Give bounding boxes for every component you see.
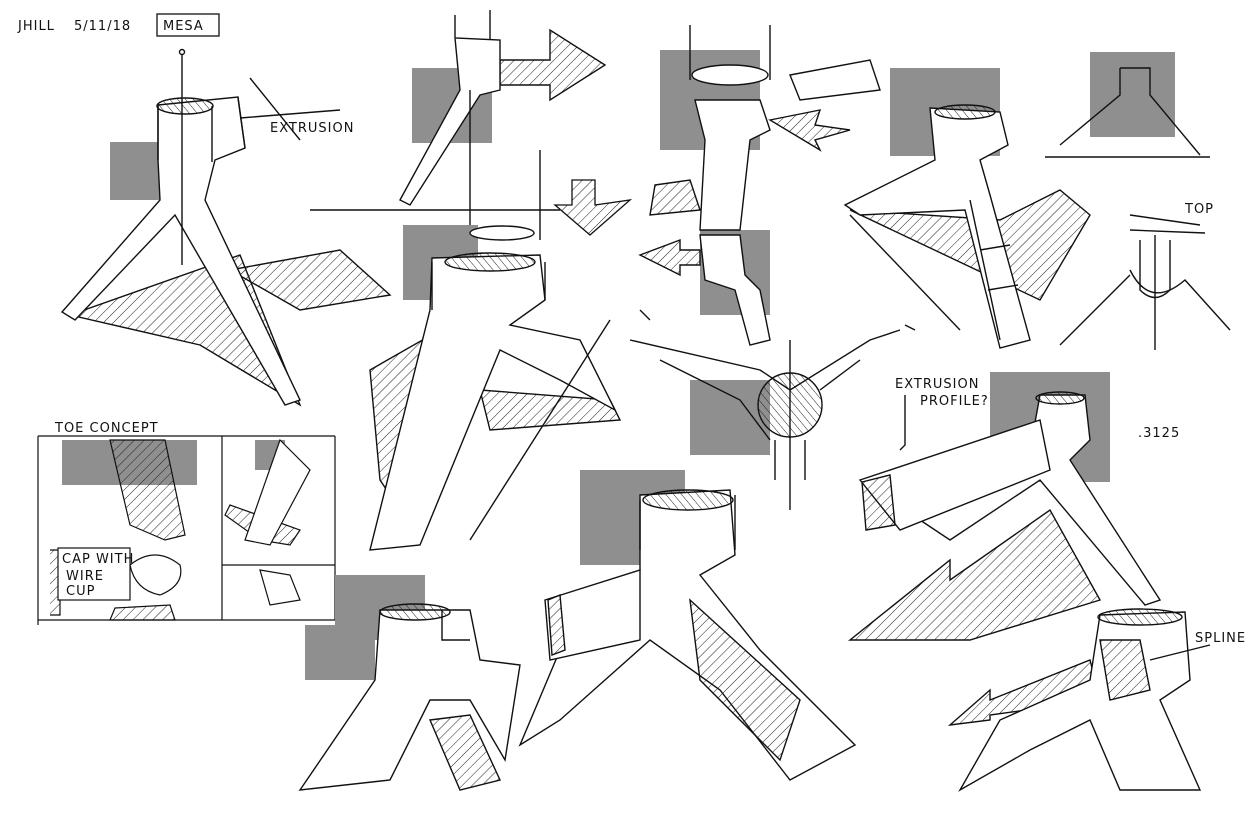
label-extrusion-profile-line2: PROFILE?	[920, 394, 989, 409]
sketch-leg-arrow	[310, 10, 607, 240]
label-cap-with: CAP WITH	[62, 552, 134, 567]
toe-concept-panel	[37, 435, 336, 625]
date-label: 5/11/18	[74, 19, 131, 34]
author-label: JHILL	[17, 19, 55, 34]
label-spline: SPLINE	[1195, 631, 1246, 646]
label-top: TOP	[1184, 202, 1214, 217]
sketch-spline	[947, 608, 1211, 792]
sketch-y-junction	[629, 309, 916, 510]
header: JHILL 5/11/18 MESA	[17, 13, 220, 37]
down-arrow-icon	[553, 179, 633, 236]
project-box	[156, 13, 220, 37]
label-extrusion-profile-line1: EXTRUSION	[895, 377, 979, 392]
label-toe-concept: TOE CONCEPT	[54, 421, 159, 436]
sketch-bottom-center-joint	[518, 470, 857, 781]
label-cup: CUP	[66, 584, 95, 599]
sketch-joint-explode	[638, 25, 881, 346]
sketch-right-tripod	[843, 68, 1091, 349]
label-dimension: .3125	[1138, 426, 1180, 441]
sketch-bottom-left-base	[298, 575, 521, 791]
project-label: MESA	[163, 19, 204, 34]
sketch-large-leg	[369, 225, 622, 551]
sketch-extrusion-profile	[848, 372, 1162, 641]
sketch-top-view	[1045, 52, 1210, 158]
label-wire: WIRE	[66, 569, 104, 584]
label-extrusion: EXTRUSION	[270, 121, 354, 136]
sketch-tripod-base	[60, 48, 392, 407]
sketch-top-section	[1059, 214, 1231, 350]
